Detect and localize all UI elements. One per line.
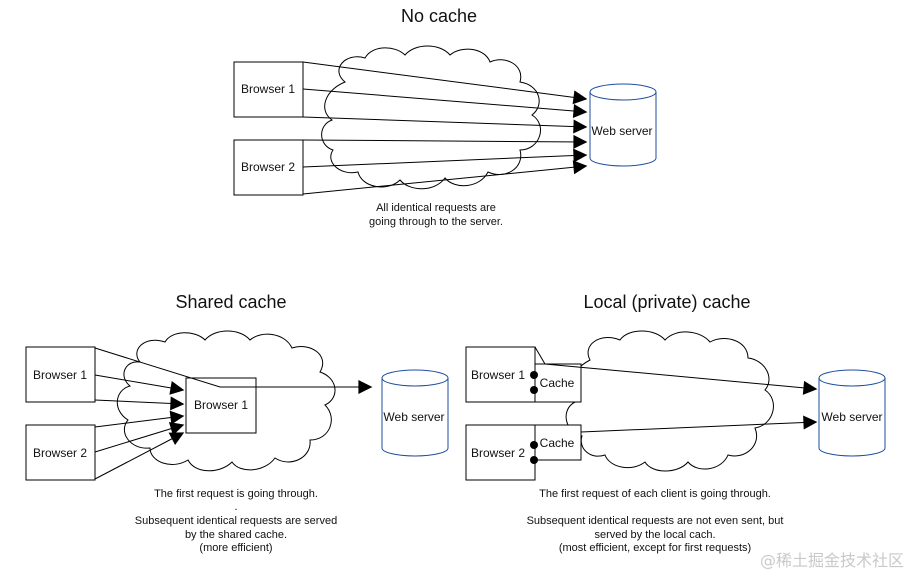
local-cache-section: Local (private) cache Browser 1 Cache Br…	[465, 292, 886, 554]
shared-cache-title: Shared cache	[175, 292, 286, 312]
local-caption-line: (most efficient, except for first reques…	[559, 542, 751, 554]
request-arrow	[94, 347, 373, 394]
request-arrow	[94, 410, 185, 428]
request-arrow	[94, 374, 185, 395]
browser-1-label: Browser 1	[33, 368, 87, 382]
web-server-cylinder	[818, 369, 886, 457]
web-server-label: Web server	[591, 124, 652, 138]
browser-1-box	[233, 61, 304, 118]
browser-2-label: Browser 2	[33, 446, 87, 460]
connector-dot	[530, 456, 538, 464]
request-arrow	[302, 116, 588, 134]
cloud-shape	[321, 45, 541, 190]
shared-cache-proxy-label: Browser 1	[194, 398, 248, 412]
request-arrow	[534, 346, 818, 395]
shared-caption-line: by the shared cache.	[185, 529, 287, 541]
no-cache-caption-line: All identical requests are	[376, 202, 496, 214]
connector-dot	[530, 441, 538, 449]
request-arrows	[94, 347, 373, 480]
connector-dot	[530, 386, 538, 394]
connector-dot	[530, 371, 538, 379]
local-caption-line: The first request of each client is goin…	[539, 488, 771, 500]
request-arrow	[302, 148, 588, 168]
local-caption-line: Subsequent identical requests are not ev…	[527, 515, 784, 527]
shared-caption-line: .	[234, 501, 237, 513]
browser-1-box	[25, 346, 96, 403]
request-arrows	[534, 346, 818, 433]
request-arrow	[580, 415, 818, 433]
shared-caption-line: The first request is going through.	[154, 488, 318, 500]
request-arrow	[302, 160, 588, 195]
cloud-shape	[565, 330, 774, 472]
no-cache-title: No cache	[401, 6, 477, 26]
local-cache-label: Cache	[540, 436, 575, 450]
web-server-cylinder	[381, 369, 449, 457]
request-arrows	[302, 61, 588, 195]
watermark: @稀土掘金技术社区	[760, 551, 904, 570]
request-arrow	[94, 432, 185, 480]
local-cache-box	[534, 363, 582, 403]
browser-1-box	[465, 346, 536, 403]
browser-1-label: Browser 1	[471, 368, 525, 382]
request-arrow	[302, 134, 588, 149]
browser-2-box	[465, 424, 536, 481]
browser-2-box	[233, 139, 304, 196]
shared-caption-line: Subsequent identical requests are served	[135, 515, 337, 527]
web-server-cylinder	[589, 83, 657, 167]
browser-2-label: Browser 2	[471, 446, 525, 460]
local-cache-label: Cache	[540, 376, 575, 390]
web-server-label: Web server	[383, 410, 444, 424]
no-cache-section: No cache Browser 1 Browser 2 Web server …	[233, 6, 657, 228]
local-caption-line: served by the local cach.	[594, 529, 715, 541]
browser-2-label: Browser 2	[241, 160, 295, 174]
shared-caption-line: (more efficient)	[199, 542, 272, 554]
local-cache-title: Local (private) cache	[583, 292, 750, 312]
shared-cache-section: Shared cache Browser 1 Browser 2 Browser…	[25, 292, 449, 554]
web-server-label: Web server	[821, 410, 882, 424]
request-arrow	[94, 396, 185, 411]
request-arrow	[302, 61, 588, 105]
browser-1-label: Browser 1	[241, 82, 295, 96]
local-cache-box	[534, 424, 582, 461]
browser-2-box	[25, 424, 96, 481]
request-arrow	[94, 422, 185, 453]
request-arrow	[302, 88, 588, 118]
no-cache-caption-line: going through to the server.	[369, 216, 503, 228]
